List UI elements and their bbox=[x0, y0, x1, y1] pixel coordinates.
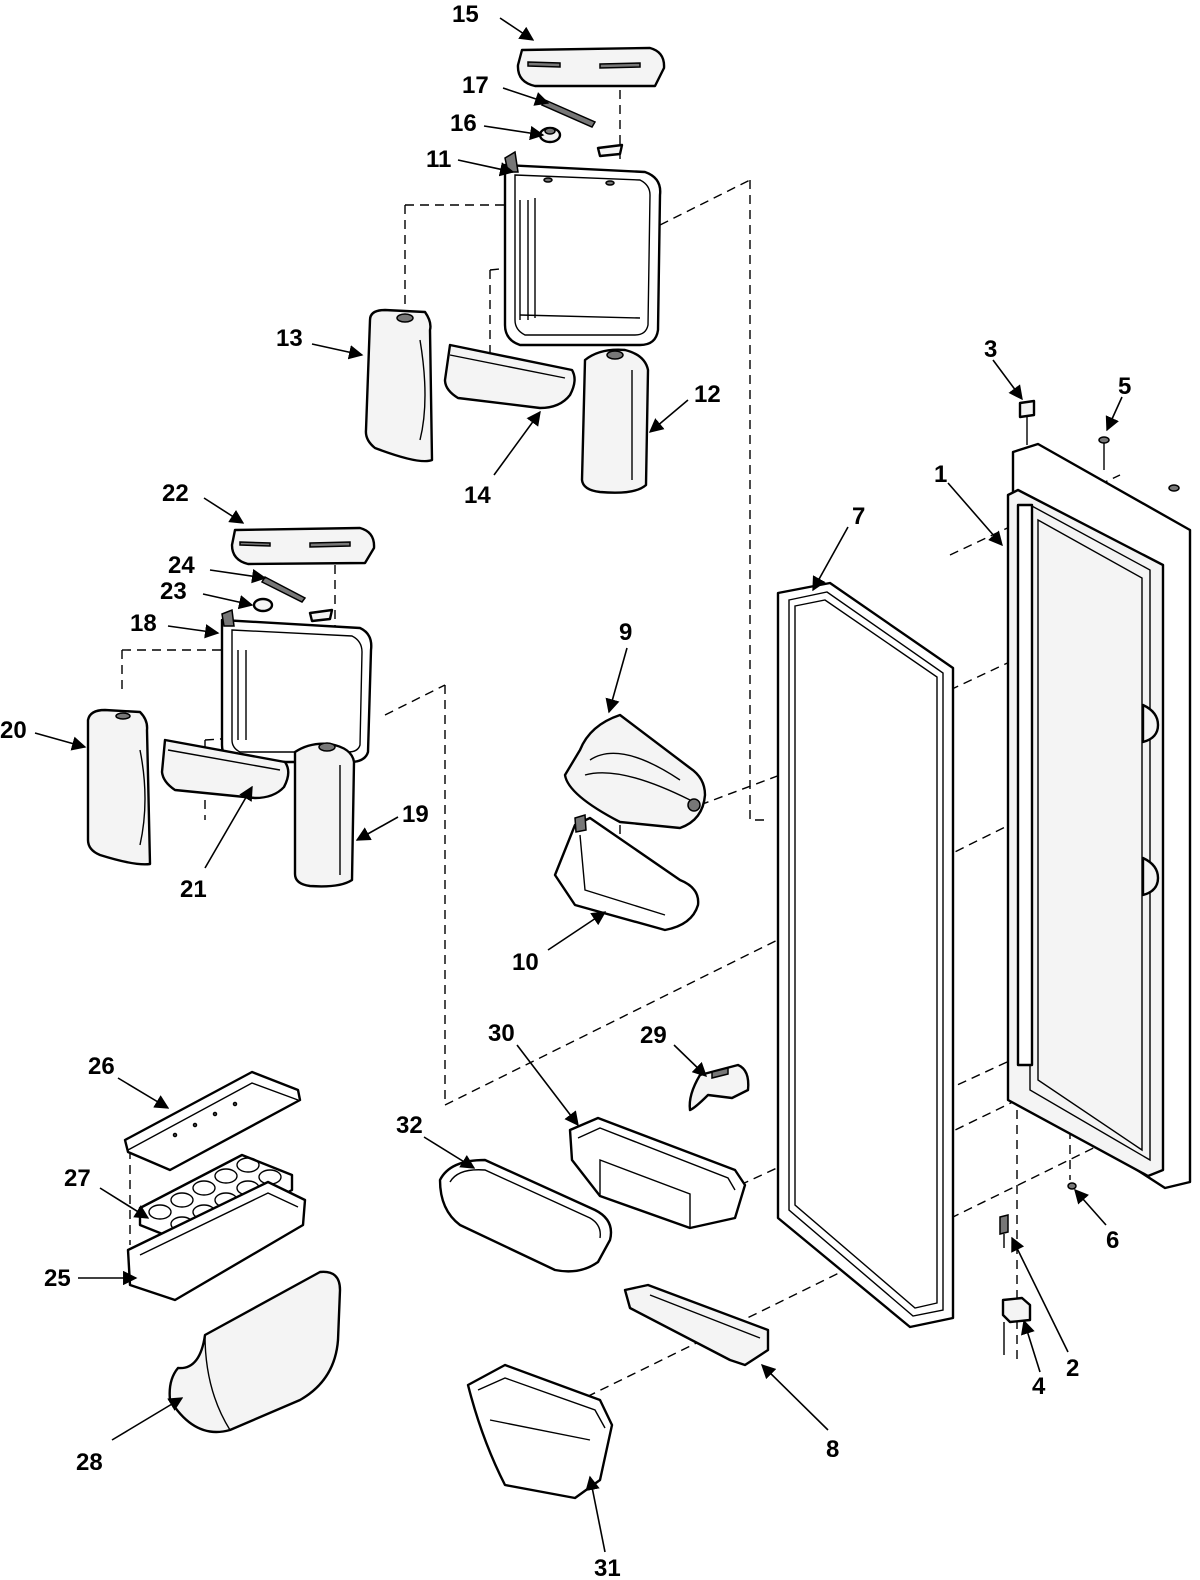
leader-lines bbox=[34, 17, 1123, 1553]
callout-5: 5 bbox=[1118, 373, 1131, 400]
part-10-dairy-bin bbox=[553, 814, 700, 932]
part-5-screw bbox=[1098, 436, 1180, 492]
callout-26: 26 bbox=[88, 1053, 115, 1080]
callout-25: 25 bbox=[44, 1265, 71, 1292]
part-18-bin-frame bbox=[220, 608, 373, 764]
part-26-egg-tray-cover bbox=[123, 1070, 302, 1172]
callout-7: 7 bbox=[852, 503, 865, 530]
part-3-screw bbox=[1018, 399, 1036, 445]
callout-10: 10 bbox=[512, 949, 539, 976]
callout-22: 22 bbox=[162, 480, 189, 507]
part-15-bin-cover bbox=[516, 46, 666, 88]
callout-8: 8 bbox=[826, 1436, 839, 1463]
callout-23: 23 bbox=[160, 578, 187, 605]
part-29-clip bbox=[688, 1063, 750, 1112]
part-16-knob bbox=[538, 126, 624, 158]
part-22-bin-cover bbox=[230, 526, 376, 566]
callout-6: 6 bbox=[1106, 1227, 1119, 1254]
part-23-knob bbox=[252, 597, 334, 623]
part-24-spring bbox=[260, 576, 307, 603]
part-20-bin-side-left bbox=[86, 708, 152, 866]
callout-27: 27 bbox=[64, 1165, 91, 1192]
callout-13: 13 bbox=[276, 325, 303, 352]
callout-20: 20 bbox=[0, 717, 27, 744]
callout-30: 30 bbox=[488, 1020, 515, 1047]
callout-32: 32 bbox=[396, 1112, 423, 1139]
part-30-door-bin bbox=[568, 1116, 747, 1230]
part-8-bin-bracket bbox=[623, 1283, 770, 1367]
part-19-bin-side-right bbox=[293, 742, 356, 888]
callout-labels: 1 2 3 4 5 6 7 8 9 10 11 12 13 14 15 16 1… bbox=[0, 1, 1131, 1580]
callout-28: 28 bbox=[76, 1449, 103, 1476]
part-17-spring bbox=[540, 99, 597, 128]
part-11-bin-frame bbox=[503, 150, 662, 347]
part-14-bin-tray bbox=[443, 343, 576, 410]
part-9-dairy-door bbox=[563, 713, 707, 830]
callout-31: 31 bbox=[594, 1555, 621, 1580]
callout-1: 1 bbox=[934, 461, 947, 488]
callout-15: 15 bbox=[452, 1, 479, 28]
part-31-door-bin bbox=[466, 1363, 614, 1500]
part-13-bin-side-left bbox=[364, 308, 434, 463]
part-21-bin-tray bbox=[160, 738, 290, 800]
callout-3: 3 bbox=[984, 336, 997, 363]
callout-19: 19 bbox=[402, 801, 429, 828]
callout-16: 16 bbox=[450, 110, 477, 137]
callout-21: 21 bbox=[180, 876, 207, 903]
liner-shelf-rail bbox=[1016, 503, 1034, 1067]
callout-29: 29 bbox=[640, 1022, 667, 1049]
callout-24: 24 bbox=[168, 552, 195, 579]
callout-14: 14 bbox=[464, 482, 491, 509]
callout-9: 9 bbox=[619, 619, 632, 646]
part-12-bin-side-right bbox=[580, 348, 650, 494]
part-28-bin-cover bbox=[168, 1270, 342, 1434]
part-1-door-liner bbox=[1006, 442, 1192, 1190]
callout-12: 12 bbox=[694, 381, 721, 408]
callout-18: 18 bbox=[130, 610, 157, 637]
part-7-door-gasket bbox=[776, 581, 955, 1329]
callout-11: 11 bbox=[426, 146, 451, 173]
callout-17: 17 bbox=[462, 72, 489, 99]
callout-4: 4 bbox=[1032, 1373, 1046, 1400]
callout-2: 2 bbox=[1066, 1355, 1079, 1382]
part-2-hinge-pin bbox=[999, 1214, 1009, 1248]
part-6-plug bbox=[1067, 1182, 1077, 1190]
